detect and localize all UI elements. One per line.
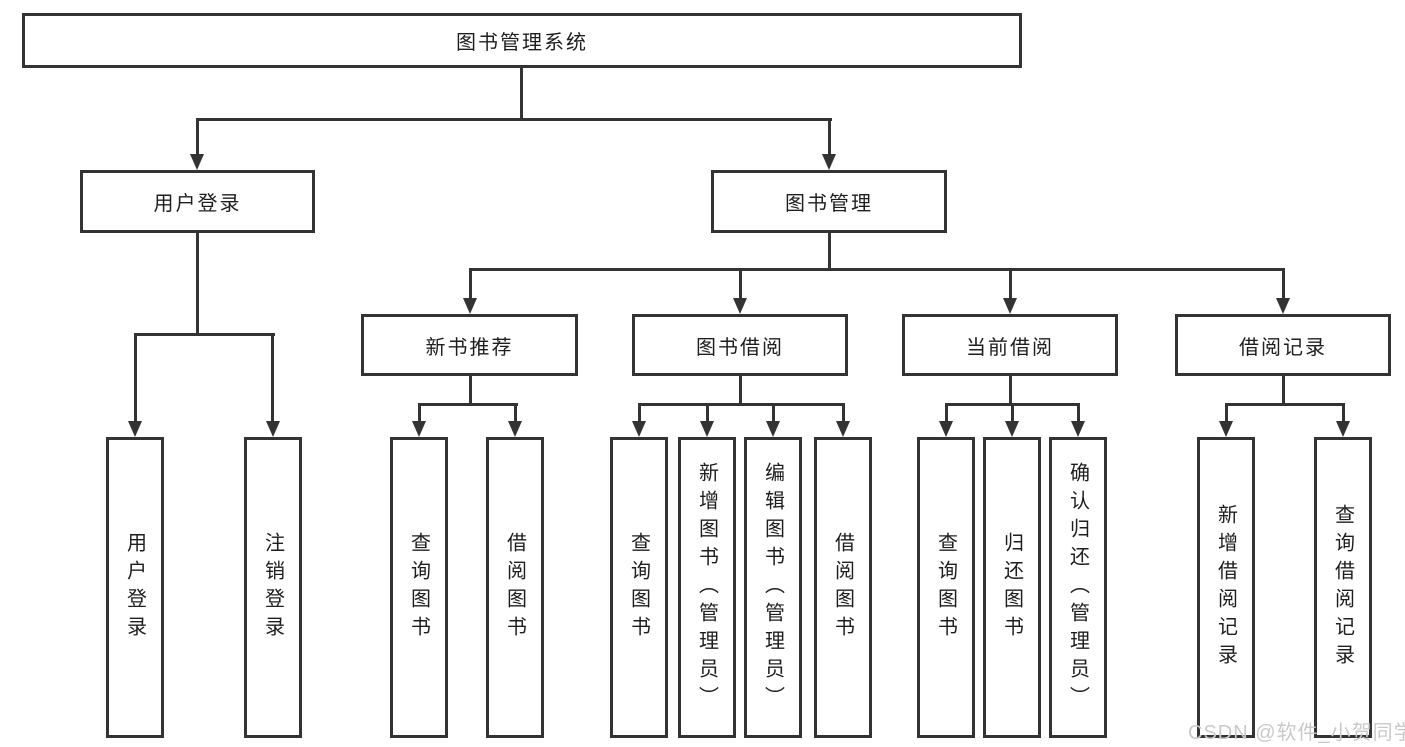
node-book-borrowing: 图书借阅	[632, 314, 848, 376]
connector-line	[772, 403, 775, 425]
node-new-book-recommendation: 新书推荐	[361, 314, 578, 376]
node-logout: 注销登录	[244, 437, 302, 738]
node-confirm-return-admin: 确认归还（管理员）	[1049, 437, 1107, 738]
connector-line	[196, 118, 832, 121]
connector-line	[514, 403, 517, 425]
node-query-books-borrowing: 查询图书	[610, 437, 668, 738]
arrow-down-icon	[700, 421, 714, 437]
connector-line	[469, 268, 1285, 271]
connector-line	[1077, 403, 1080, 425]
connector-line	[1342, 403, 1345, 425]
connector-line	[418, 403, 518, 406]
connector-line	[134, 333, 275, 336]
node-borrow-books-borrowing: 借阅图书	[814, 437, 872, 738]
arrow-down-icon	[1336, 421, 1350, 437]
connector-line	[706, 403, 709, 425]
node-user-login: 用户登录	[80, 170, 315, 233]
arrow-down-icon	[1071, 421, 1085, 437]
arrow-down-icon	[836, 421, 850, 437]
connector-line	[842, 403, 845, 425]
arrow-down-icon	[822, 154, 836, 170]
connector-line	[1011, 403, 1014, 425]
node-library-management-system: 图书管理系统	[22, 13, 1022, 68]
node-edit-book-admin: 编辑图书（管理员）	[744, 437, 802, 738]
arrow-down-icon	[508, 421, 522, 437]
arrow-down-icon	[463, 298, 477, 314]
connector-line	[196, 233, 199, 335]
node-return-book: 归还图书	[983, 437, 1041, 738]
arrow-down-icon	[733, 298, 747, 314]
csdn-watermark: CSDN @软件_小贺同学	[1188, 722, 1405, 744]
connector-line	[638, 403, 845, 406]
node-add-book-admin: 新增图书（管理员）	[678, 437, 736, 738]
connector-line	[1225, 403, 1345, 406]
arrow-down-icon	[1005, 421, 1019, 437]
arrow-down-icon	[1219, 421, 1233, 437]
arrow-down-icon	[412, 421, 426, 437]
arrow-down-icon	[128, 421, 142, 437]
arrow-down-icon	[266, 421, 280, 437]
connector-line	[418, 403, 421, 425]
connector-line	[196, 118, 199, 156]
arrow-down-icon	[190, 154, 204, 170]
arrow-down-icon	[1276, 298, 1290, 314]
connector-line	[1009, 268, 1012, 302]
node-book-management: 图书管理	[711, 170, 947, 233]
connector-line	[1282, 268, 1285, 302]
connector-line	[828, 233, 831, 271]
connector-line	[945, 403, 948, 425]
connector-line	[520, 66, 523, 120]
node-query-books-recommend: 查询图书	[390, 437, 448, 738]
node-borrowing-records: 借阅记录	[1175, 314, 1391, 376]
connector-line	[739, 376, 742, 406]
arrow-down-icon	[766, 421, 780, 437]
connector-line	[469, 268, 472, 302]
connector-line	[134, 333, 137, 423]
connector-line	[739, 268, 742, 302]
connector-line	[638, 403, 641, 425]
node-user-login-leaf: 用户登录	[106, 437, 164, 738]
connector-line	[1225, 403, 1228, 425]
arrow-down-icon	[1003, 298, 1017, 314]
connector-line	[1009, 376, 1012, 406]
arrow-down-icon	[939, 421, 953, 437]
connector-line	[1282, 376, 1285, 406]
node-borrow-books-recommend: 借阅图书	[486, 437, 544, 738]
connector-line	[469, 376, 472, 406]
connector-line	[271, 333, 274, 423]
connector-line	[828, 118, 831, 156]
node-current-borrowing: 当前借阅	[902, 314, 1118, 376]
node-query-books-current: 查询图书	[917, 437, 975, 738]
arrow-down-icon	[632, 421, 646, 437]
node-query-borrow-record: 查询借阅记录	[1314, 437, 1372, 738]
node-add-borrow-record: 新增借阅记录	[1197, 437, 1255, 738]
